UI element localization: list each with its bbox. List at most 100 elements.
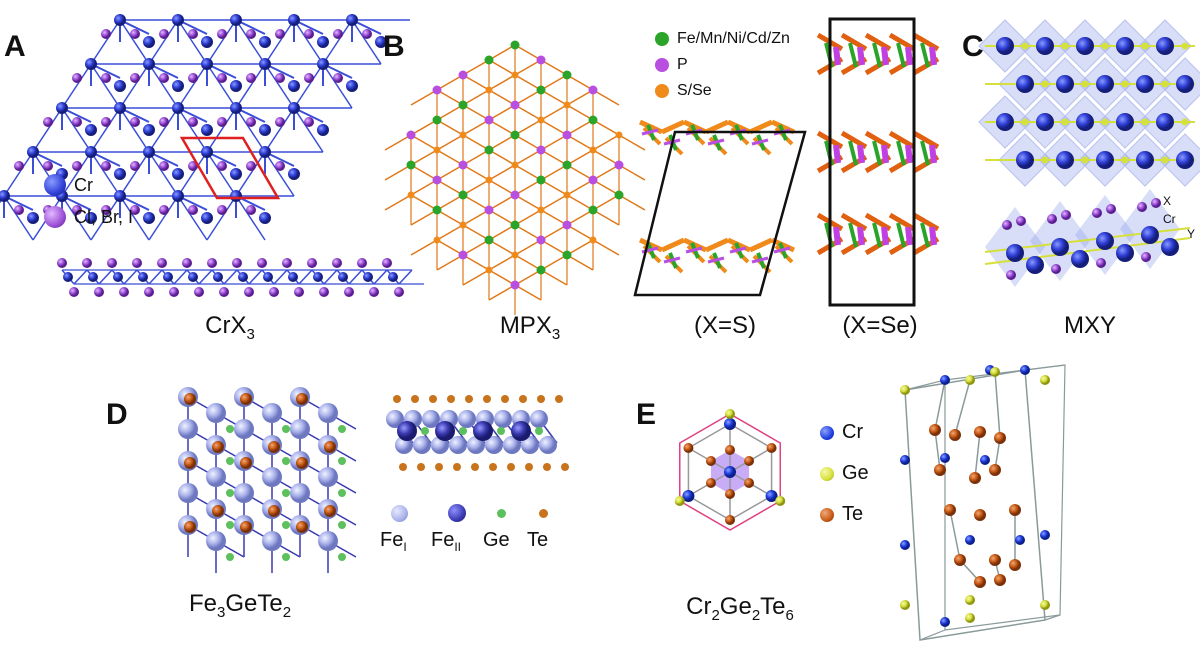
bond — [177, 151, 208, 197]
bond — [384, 164, 412, 181]
metal-bond — [896, 140, 906, 166]
ge-atom — [226, 521, 234, 529]
bond — [462, 104, 490, 121]
metal-atom — [536, 265, 546, 275]
cr-atom — [188, 272, 198, 282]
cr-atom — [230, 80, 242, 92]
bond — [566, 239, 594, 256]
halogen-atom — [72, 117, 82, 127]
p-bond — [833, 144, 841, 164]
bond — [61, 107, 92, 153]
fe1-atom — [262, 467, 282, 487]
chalcogen-bond — [638, 119, 664, 135]
te-atom — [519, 395, 527, 403]
metal-bond — [920, 222, 930, 248]
x-se-caption: (X=Se) — [842, 312, 918, 339]
mxy-sideview — [984, 189, 1191, 287]
chalcogen-bond — [704, 237, 730, 253]
x-atom — [1106, 204, 1116, 214]
bond — [298, 269, 313, 285]
bond — [410, 194, 438, 211]
bond — [119, 107, 150, 153]
chalcogen-bond — [704, 119, 730, 135]
halogen-atom — [304, 29, 314, 39]
ge-atom — [338, 553, 346, 561]
bond — [235, 107, 266, 153]
te-atom — [1009, 504, 1021, 516]
bond — [488, 179, 516, 196]
bond — [462, 134, 490, 151]
te-atom — [240, 393, 252, 405]
bond — [488, 74, 516, 91]
chalcogen-atom-swatch — [655, 84, 669, 98]
cr-atom — [114, 14, 126, 26]
fe2-atom — [397, 421, 417, 441]
cr-atom — [1116, 37, 1134, 55]
metal-atom — [562, 70, 572, 80]
bond — [273, 269, 288, 285]
te-atom — [974, 509, 986, 521]
fe3gete2-topview — [178, 387, 357, 573]
chalcogen-bond — [682, 119, 708, 135]
bond — [592, 89, 620, 106]
ge-atom — [421, 427, 429, 435]
metal-atom — [536, 175, 546, 185]
te-atom — [296, 521, 308, 533]
bond — [462, 254, 490, 271]
bond — [688, 495, 731, 521]
bond — [462, 119, 490, 136]
cr2ge2te6-topview — [674, 409, 786, 531]
halogen-atom — [319, 287, 329, 297]
chalcogen-atom — [485, 86, 493, 94]
halogen-atom — [144, 287, 154, 297]
panel-d-label: D — [106, 398, 128, 431]
panel-b-legend: Fe/Mn/Ni/Cd/Zn P S/Se — [655, 26, 790, 104]
metal-bond — [920, 140, 930, 166]
te-atom — [296, 393, 308, 405]
chalcogen-atom — [537, 116, 545, 124]
cr-atom — [114, 102, 126, 114]
y-atom — [1061, 42, 1069, 50]
halogen-atom — [132, 258, 142, 268]
chalcogen-atom — [459, 131, 467, 139]
te-atom — [501, 395, 509, 403]
x-s-caption: (X=S) — [693, 312, 756, 339]
bond — [488, 149, 516, 166]
cr-atom-swatch — [820, 425, 834, 440]
bond — [148, 63, 179, 109]
phosphorus-atom — [510, 100, 520, 110]
bond — [119, 195, 150, 241]
cr-atom — [1051, 238, 1069, 256]
bond — [61, 195, 92, 241]
chalcogen-atom — [563, 191, 571, 199]
cr-atom-swatch — [44, 174, 66, 196]
halogen-atom — [101, 29, 111, 39]
bond — [410, 119, 438, 136]
cr-atom — [201, 36, 213, 48]
phosphorus-atom — [484, 115, 494, 125]
halogen-atom — [304, 73, 314, 83]
bond — [488, 284, 516, 301]
cr-atom — [63, 272, 73, 282]
te-atom — [324, 505, 336, 517]
legend-p-label: P — [677, 56, 688, 73]
halogen-atom — [219, 287, 229, 297]
metal-atom — [562, 250, 572, 260]
cr-atom — [1141, 226, 1159, 244]
metal-atom — [510, 130, 520, 140]
ge-atom — [338, 457, 346, 465]
p-bond — [663, 256, 681, 264]
phosphorus-atom — [562, 130, 572, 140]
cr-atom — [230, 190, 242, 202]
bond — [148, 151, 179, 197]
bond — [206, 151, 237, 197]
te-atom — [994, 574, 1006, 586]
bond — [488, 164, 516, 181]
atom-label-y: Y — [1187, 227, 1196, 241]
chalcogen-bond — [726, 237, 752, 253]
te-atom — [324, 441, 336, 453]
bond — [436, 194, 464, 211]
bond — [729, 495, 772, 521]
cr-atom — [27, 146, 39, 158]
legend-te-label: Te — [527, 529, 549, 551]
